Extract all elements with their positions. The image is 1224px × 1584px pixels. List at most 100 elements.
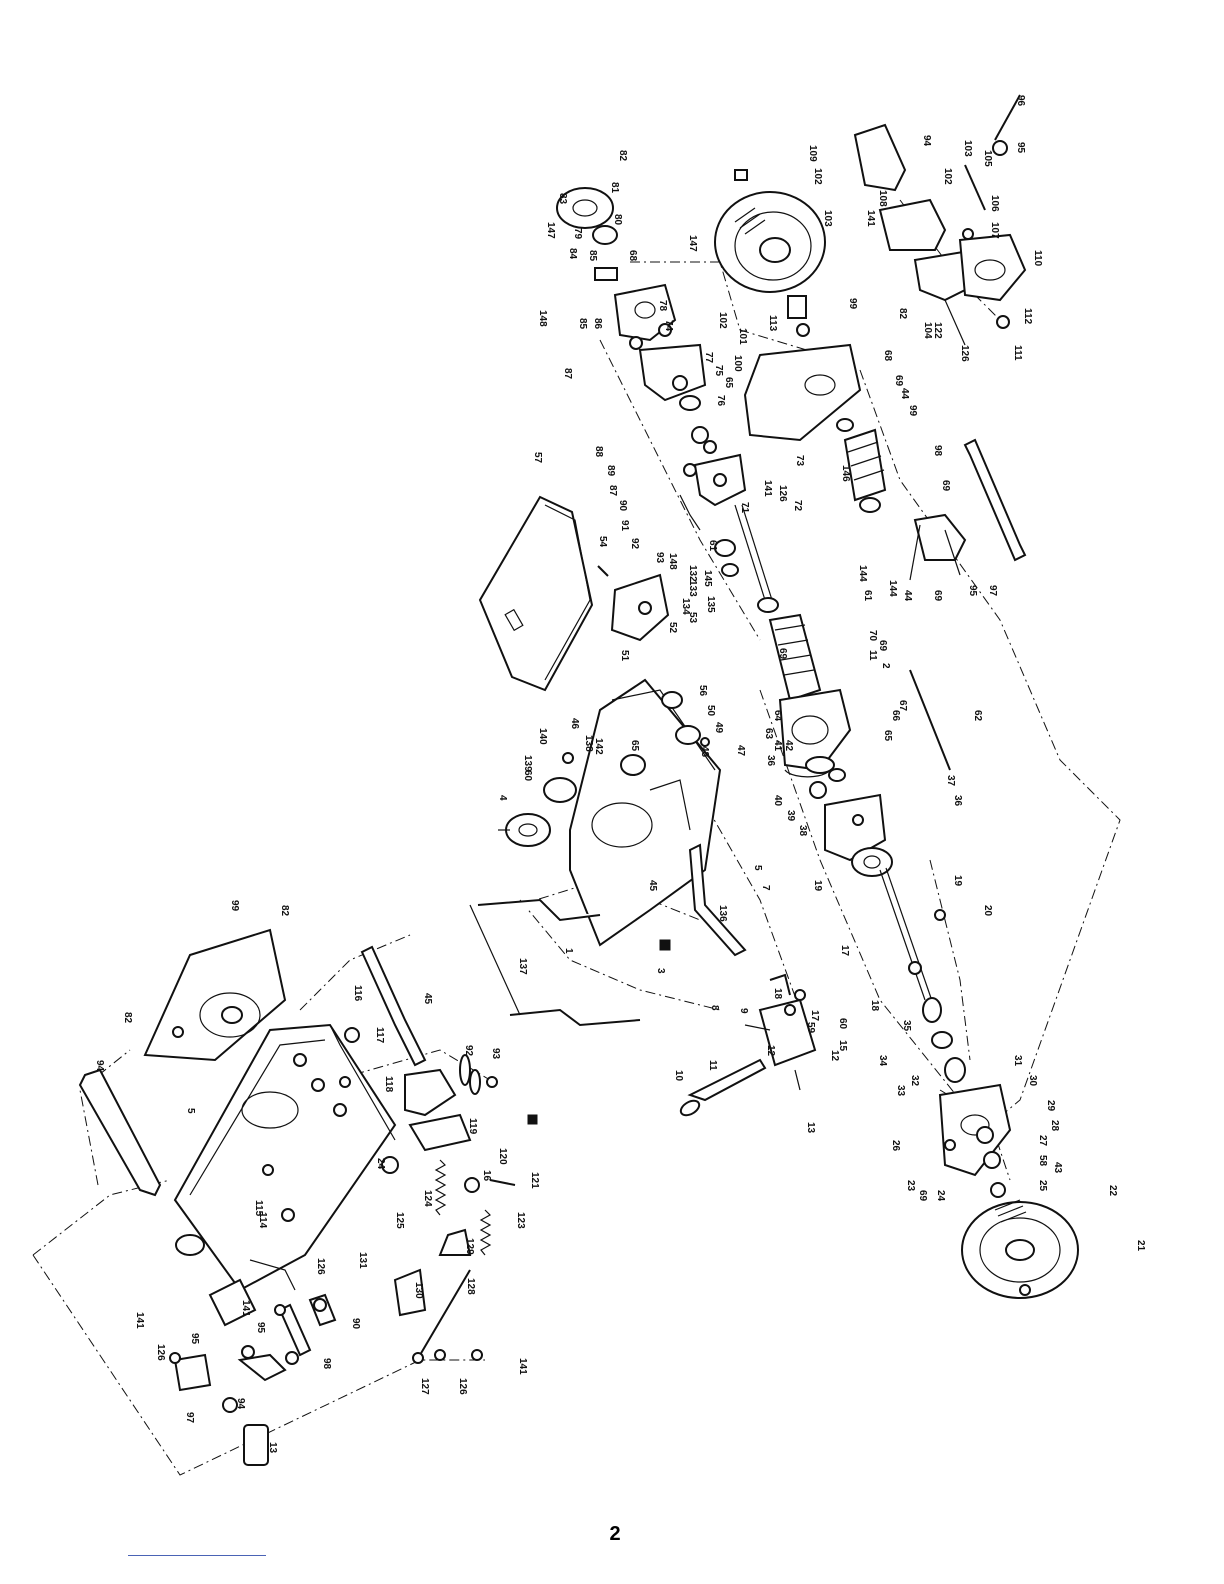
callout-label: 93 <box>654 552 665 564</box>
callout-label: 12 <box>829 1050 840 1062</box>
chassis-frame <box>173 1023 399 1292</box>
callout-label: 45 <box>647 880 658 892</box>
blade-housing-plate <box>143 928 287 1062</box>
callout-label: 22 <box>1107 1185 1118 1197</box>
callout-label: 2 <box>880 663 891 669</box>
callout-label: 36 <box>765 755 776 767</box>
callout-label: 99 <box>847 298 858 310</box>
callout-label: 27 <box>1037 1135 1048 1147</box>
callout-label: 138 <box>583 735 594 752</box>
callout-label: 5 <box>752 865 763 871</box>
callout-label: 68 <box>882 350 893 362</box>
callout-label: 26 <box>890 1140 901 1152</box>
callout-label: 53 <box>687 612 698 624</box>
callout-label: 74 <box>663 320 674 332</box>
callout-label: 126 <box>457 1378 468 1395</box>
callout-label: 129 <box>464 1238 475 1255</box>
callout-label: 136 <box>717 905 728 922</box>
callout-label: 66 <box>890 710 901 722</box>
callout-label: 10 <box>673 1070 684 1082</box>
callout-label: 131 <box>357 1252 368 1269</box>
top-pulley-plate <box>556 187 618 281</box>
callout-label: 24 <box>935 1190 946 1202</box>
callout-label: 42 <box>783 740 794 752</box>
callout-label: 120 <box>497 1148 508 1165</box>
callout-label: 84 <box>567 248 578 260</box>
callout-label: 9 <box>738 1008 749 1014</box>
callout-label: 17 <box>839 945 850 957</box>
callout-label: 126 <box>315 1258 326 1275</box>
callout-label: 148 <box>667 553 678 570</box>
callout-label: 106 <box>989 195 1000 212</box>
callout-label: 119 <box>467 1118 478 1135</box>
callout-label: 77 <box>703 352 714 364</box>
callout-label: 103 <box>962 140 973 157</box>
springs <box>393 1159 516 1356</box>
callout-label: 92 <box>629 538 640 550</box>
callout-label: 128 <box>465 1278 476 1295</box>
callout-label: 19 <box>812 880 823 892</box>
callout-label: 70 <box>867 630 878 642</box>
callout-label: 46 <box>569 718 580 730</box>
callout-label: 67 <box>897 700 908 712</box>
callout-label: 124 <box>422 1190 433 1207</box>
callout-label: 83 <box>557 193 568 205</box>
callout-label: 90 <box>350 1318 361 1330</box>
side-bracket <box>78 1068 162 1197</box>
callout-label: 100 <box>732 355 743 372</box>
callout-label: 121 <box>529 1172 540 1189</box>
callout-label: 69 <box>777 648 788 660</box>
callout-label: 93 <box>490 1048 501 1060</box>
callout-label: 141 <box>240 1300 251 1317</box>
callout-label: 102 <box>717 312 728 329</box>
callout-label: 4 <box>497 795 508 801</box>
callout-label: 117 <box>374 1027 385 1044</box>
page-number: 2 <box>609 1523 621 1545</box>
callout-label: 65 <box>629 740 640 752</box>
callout-label: 36 <box>952 795 963 807</box>
long-rod <box>909 669 951 771</box>
callout-label: 90 <box>617 500 628 512</box>
upper-wheel <box>714 169 826 337</box>
arm-bracket <box>360 945 427 1067</box>
callout-label: 139 <box>522 755 533 772</box>
lever <box>688 843 747 957</box>
callout-label: 82 <box>897 308 908 320</box>
callout-label: 60 <box>522 770 533 782</box>
callout-label: 76 <box>715 395 726 407</box>
callout-label: 95 <box>1015 142 1026 154</box>
callout-label: 31 <box>1012 1055 1023 1067</box>
callout-label: 107 <box>989 222 1000 239</box>
callout-label: 16 <box>481 1170 492 1182</box>
callout-label: 11 <box>867 650 878 661</box>
callout-label: 98 <box>321 1358 332 1370</box>
callout-label: 98 <box>932 445 943 457</box>
side-plate-right <box>743 343 862 442</box>
gear-case <box>778 688 887 862</box>
callout-label: 111 <box>1012 345 1023 361</box>
callout-label: 44 <box>899 388 910 400</box>
handle-brackets <box>853 94 1027 346</box>
callout-label: 71 <box>739 502 750 514</box>
callout-label: 19 <box>952 875 963 887</box>
callout-label: 134 <box>680 598 691 615</box>
callout-label: 13 <box>805 1122 816 1134</box>
bracket-right <box>909 438 1027 581</box>
callout-label: 65 <box>723 377 734 389</box>
callout-label: 8 <box>709 1005 720 1011</box>
callout-label: 123 <box>515 1212 526 1229</box>
axle-rods <box>469 898 641 1027</box>
callout-label: 35 <box>901 1020 912 1032</box>
callout-label: 51 <box>619 650 630 662</box>
callout-label: 56 <box>697 685 708 697</box>
callout-label: 32 <box>909 1075 920 1087</box>
callout-label: 137 <box>517 958 528 975</box>
callout-label: 41 <box>772 740 783 752</box>
callout-label: 105 <box>982 150 993 167</box>
callout-label: 148 <box>537 310 548 327</box>
callout-label: 133 <box>687 580 698 597</box>
lower-wheel <box>961 1199 1079 1299</box>
callout-label: 95 <box>189 1333 200 1345</box>
engine-pulley <box>498 752 577 847</box>
